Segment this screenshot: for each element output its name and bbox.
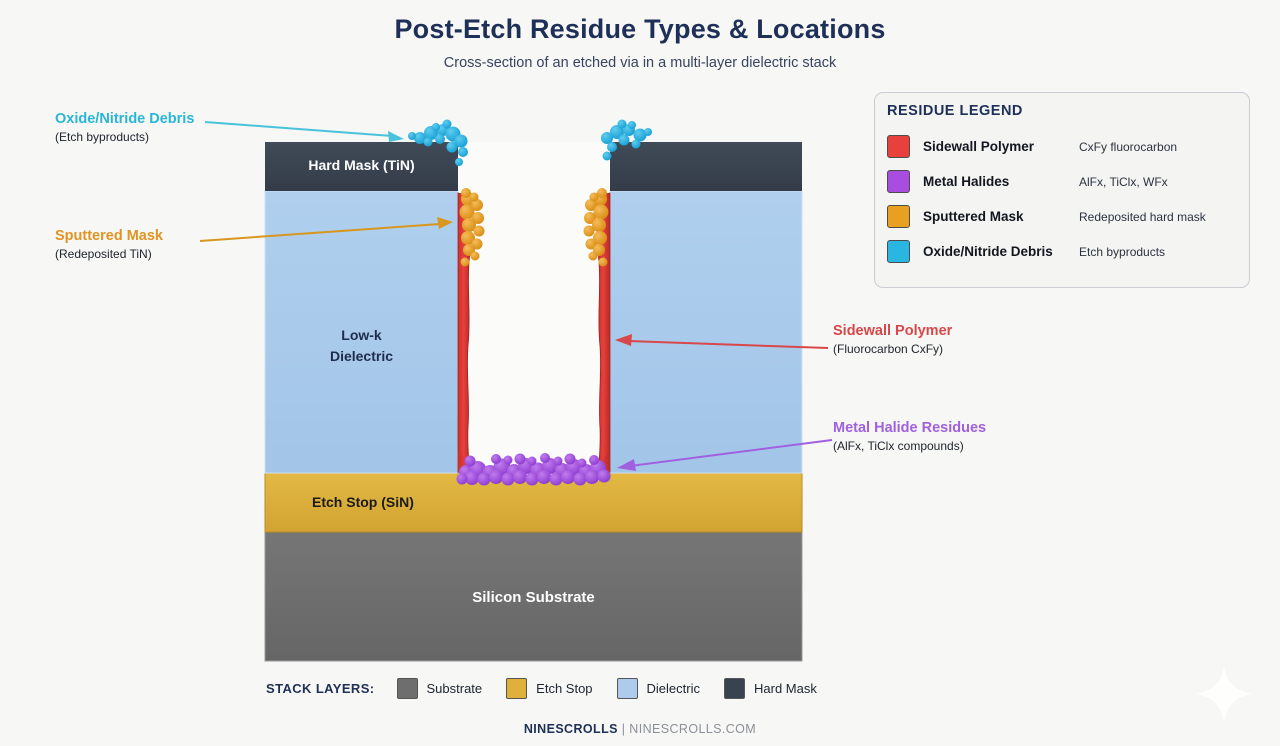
label-etch-stop: Etch Stop (SiN) [312,494,414,510]
legend-name-sidewall-polymer: Sidewall Polymer [923,139,1035,154]
stack-legend-swatch-dielectric [616,678,638,699]
page-subtitle: Cross-section of an etched via in a mult… [443,55,837,71]
annotation-sub-sidewall-polymer: (Fluorocarbon CxFy) [833,342,944,357]
stack-legend-text-dielectric: Dielectric [646,681,700,696]
annotation-sub-metal-halide-residues: (AlFx, TiClx compounds) [833,439,964,454]
stack-legend-item-etch-stop: Etch Stop [506,678,593,699]
sparkle-icon [1196,666,1252,722]
annotation-title-oxide-nitride-debris: Oxide/Nitride Debris [55,111,195,127]
annotation-sputtered-mask: Sputtered Mask (Redeposited TiN) [55,227,163,263]
residue-legend-title: RESIDUE LEGEND [887,103,1023,119]
sputtered-mask-cluster-left [459,188,485,267]
leader-line-sputtered-mask [199,223,441,242]
annotation-sub-sputtered-mask: (Redeposited TiN) [55,247,152,262]
annotation-metal-halide-residues: Metal Halide Residues (AlFx, TiClx compo… [833,419,986,455]
legend-desc-sputtered-mask: Redeposited hard mask [1079,209,1206,224]
annotation-title-sputtered-mask: Sputtered Mask [55,228,163,244]
stack-layers-legend-label: STACK LAYERS: [266,681,375,696]
stack-legend-item-substrate: Substrate [396,678,483,699]
label-dielectric-line2: Dielectric [329,348,394,364]
legend-row-sidewall-polymer: Sidewall Polymer CxFy fluorocarbon [887,129,1239,164]
label-substrate: Silicon Substrate [472,589,595,606]
legend-row-sputtered-mask: Sputtered Mask Redeposited hard mask [887,199,1239,234]
legend-name-metal-halides: Metal Halides [923,174,1010,189]
leader-line-sidewall-polymer [627,340,829,349]
legend-swatch-sidewall-polymer [887,135,910,158]
legend-swatch-oxide-nitride-debris [887,240,910,263]
footer-separator: | [617,722,630,736]
legend-desc-oxide-nitride-debris: Etch byproducts [1079,244,1166,259]
footer-brand: NINESCROLLS | NINESCROLLS.COM [0,722,1280,736]
legend-swatch-metal-halides [887,170,910,193]
annotation-sidewall-polymer: Sidewall Polymer (Fluorocarbon CxFy) [833,322,952,358]
label-dielectric-line1: Low-k [341,327,382,343]
legend-name-sputtered-mask: Sputtered Mask [923,209,1024,224]
layer-dielectric-left [264,190,459,474]
stack-layers-legend: STACK LAYERS: Substrate Etch Stop Dielec… [266,678,841,699]
stack-legend-swatch-substrate [396,678,418,699]
via-trench-void [458,142,610,480]
arrowhead-oxide-debris [388,131,404,142]
stack-legend-text-hard-mask: Hard Mask [754,681,817,696]
annotation-title-metal-halide-residues: Metal Halide Residues [833,420,987,436]
metal-halide-residue-cluster [456,453,611,486]
residue-legend-rows: Sidewall Polymer CxFy fluorocarbon Metal… [887,129,1239,269]
annotation-oxide-nitride-debris: Oxide/Nitride Debris (Etch byproducts) [55,110,194,146]
leader-line-metal-halide [629,439,833,467]
stack-legend-item-dielectric: Dielectric [616,678,700,699]
layer-substrate [264,531,803,662]
footer-brand-name: NINESCROLLS [523,722,618,736]
stack-legend-text-etch-stop: Etch Stop [536,681,593,696]
legend-name-oxide-nitride-debris: Oxide/Nitride Debris [923,244,1053,259]
annotation-title-sidewall-polymer: Sidewall Polymer [833,323,953,339]
layer-hard-mask-right [610,142,802,191]
leader-line-oxide-debris [204,121,393,137]
legend-row-metal-halides: Metal Halides AlFx, TiClx, WFx [887,164,1239,199]
arrowhead-metal-halide [617,459,636,471]
stack-legend-item-hard-mask: Hard Mask [724,678,817,699]
arrowhead-sidewall-polymer [615,334,632,346]
sputtered-mask-cluster-right [583,188,609,267]
oxide-nitride-debris-cluster-left [408,119,468,166]
legend-desc-metal-halides: AlFx, TiClx, WFx [1079,174,1168,189]
footer-site: NINESCROLLS.COM [629,722,757,736]
label-hard-mask: Hard Mask (TiN) [308,157,415,173]
stack-legend-swatch-hard-mask [724,678,745,699]
legend-desc-sidewall-polymer: CxFy fluorocarbon [1079,139,1178,154]
stack-legend-swatch-etch-stop [506,678,528,699]
oxide-nitride-debris-cluster-right [601,119,652,161]
arrowhead-sputtered-mask [437,217,453,229]
legend-row-oxide-nitride-debris: Oxide/Nitride Debris Etch byproducts [887,234,1239,269]
layer-dielectric-right [609,190,803,474]
annotation-sub-oxide-nitride-debris: (Etch byproducts) [55,130,150,145]
residue-legend-panel: RESIDUE LEGEND Sidewall Polymer CxFy flu… [874,92,1250,288]
stack-legend-text-substrate: Substrate [426,681,483,696]
page-title: Post-Etch Residue Types & Locations [394,14,886,44]
legend-swatch-sputtered-mask [887,205,910,228]
